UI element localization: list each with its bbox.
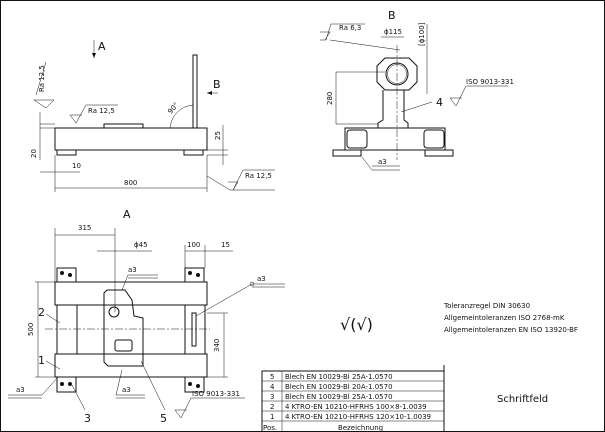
header-name: Bezeichnung [338, 424, 383, 432]
angle-label: 90° [166, 101, 180, 116]
weld-a3-right: a3 [257, 275, 266, 283]
view-arrow-b: B [213, 78, 221, 91]
row-3-name: Blech EN 10029-Bl 25A-1.0570 [285, 393, 393, 401]
dim-dia-45: ϕ45 [134, 241, 148, 249]
top-view-a: A 315 ϕ45 100 15 500 340 a3 a3 [8, 208, 285, 425]
pos-4-label: 4 [436, 96, 443, 109]
view-a-label: A [123, 208, 131, 221]
roughness-top: Ra 12,5 [88, 107, 115, 115]
dim-dia-115: ϕ115 [384, 28, 402, 36]
weld-iso-top: ISO 9013-331 [192, 390, 240, 398]
weld-iso-side: ISO 9013-331 [466, 78, 514, 86]
row-1-name: 4 KTRO-EN 10210-HFRHS 120×10-1.0039 [285, 413, 431, 421]
roughness-right: Ra 12,5 [245, 172, 272, 180]
dim-340: 340 [213, 339, 221, 352]
roughness-left: Ra 12,5 [38, 65, 46, 92]
pos-1-label: 1 [38, 354, 45, 367]
note-din: Toleranzregel DIN 30630 [443, 302, 530, 310]
roughness-ra63: Ra 6,3 [339, 24, 361, 32]
weld-a3-side: a3 [378, 158, 387, 166]
front-view: A B 90° Ra 12,5 Ra 12,5 Ra 12,5 20 10 80… [30, 40, 275, 192]
row-1-pos: 1 [270, 413, 274, 421]
row-5-pos: 5 [270, 373, 274, 381]
dim-800: 800 [124, 179, 137, 187]
dim-20: 20 [30, 149, 38, 158]
weld-a3-top: a3 [128, 266, 137, 274]
surface-symbol: √(√) [340, 315, 373, 334]
row-3-pos: 3 [270, 393, 274, 401]
view-b-label: B [388, 9, 396, 22]
header-pos: Pos. [263, 424, 277, 432]
dim-25: 25 [214, 131, 222, 140]
side-view-b: B Ra 6,3 ϕ115 [ϕ100] 280 4 ISO 9013-331 … [320, 9, 514, 171]
row-4-pos: 4 [270, 383, 275, 391]
note-iso13920: Allgemeintoleranzen EN ISO 13920-BF [444, 326, 578, 334]
row-4-name: Blech EN 10029-Bl 20A-1.0570 [285, 383, 393, 391]
row-2-name: 4 KTRO-EN 10210-HFRHS 100×8-1.0039 [285, 403, 427, 411]
pos-2-label: 2 [38, 306, 45, 319]
dim-280: 280 [326, 92, 334, 105]
weld-a3-left: a3 [16, 386, 25, 394]
general-notes: Toleranzregel DIN 30630 Allgemeintoleran… [340, 302, 578, 334]
pos-5-label: 5 [160, 412, 167, 425]
dim-15: 15 [221, 241, 230, 249]
note-iso2768: Allgemeintoleranzen ISO 2768-mK [444, 314, 565, 322]
row-2-pos: 2 [270, 403, 274, 411]
parts-list: 5 Blech EN 10029-Bl 25A-1.0570 4 Blech E… [261, 365, 548, 432]
weld-a3-bottom: a3 [122, 386, 131, 394]
dim-315: 315 [78, 224, 91, 232]
dim-500: 500 [27, 323, 35, 336]
view-arrow-a: A [98, 40, 106, 53]
row-5-name: Blech EN 10029-Bl 25A-1.0570 [285, 373, 393, 381]
dim-100: 100 [187, 241, 200, 249]
pos-3-label: 3 [84, 412, 91, 425]
title-block-label: Schriftfeld [497, 394, 548, 405]
dim-10: 10 [72, 162, 81, 170]
dim-dia-100: [ϕ100] [418, 22, 426, 46]
